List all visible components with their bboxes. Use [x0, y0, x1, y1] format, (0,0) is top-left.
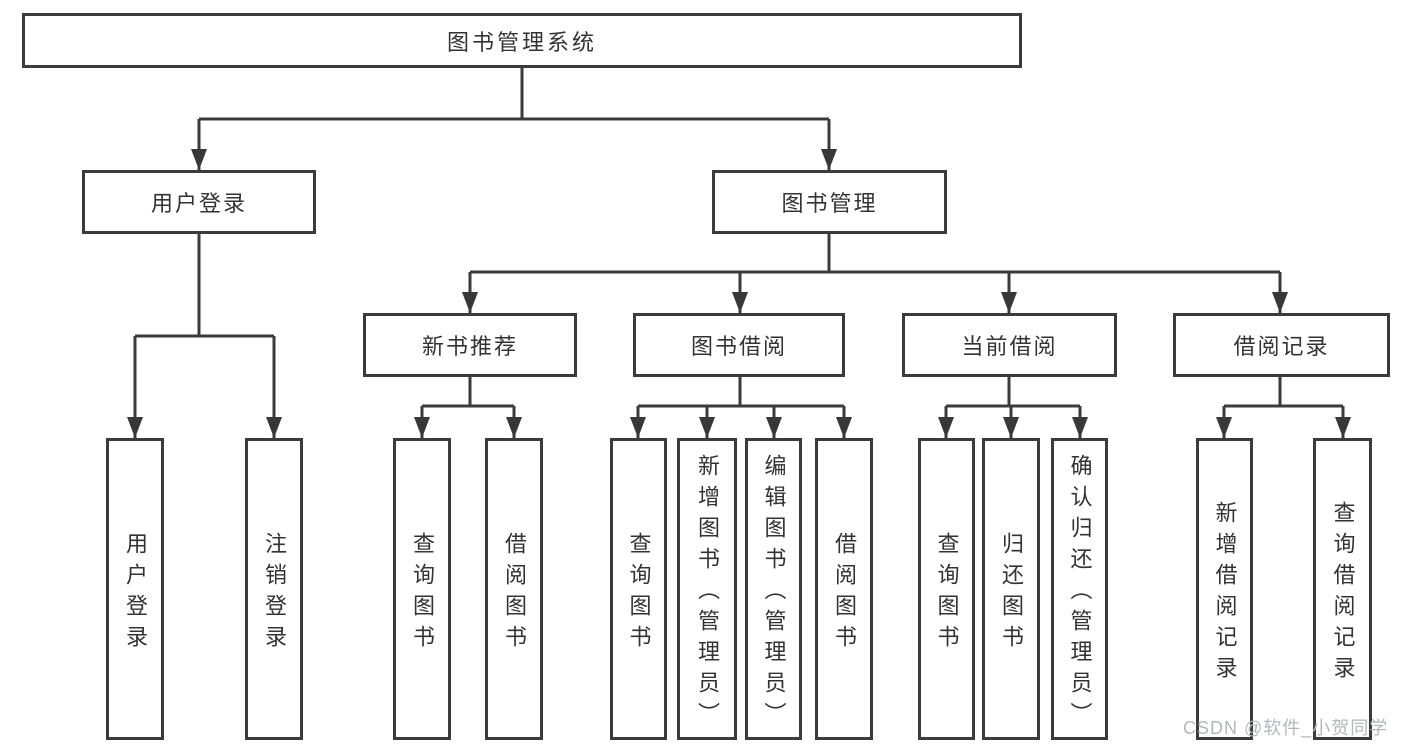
- arrow-down-icon: [191, 149, 207, 170]
- node-label: 借阅图书: [832, 531, 857, 656]
- node-label: 编辑图书（管理员）: [761, 454, 787, 733]
- arrow-down-icon: [462, 292, 478, 313]
- node-leaf-logout: 注销登录: [245, 438, 303, 740]
- node-label: 新增借阅记录: [1212, 500, 1238, 687]
- node-label: 查询图书: [410, 531, 435, 656]
- node-label: 查询图书: [626, 531, 652, 656]
- node-leaf-query-borrow-record: 查询借阅记录: [1313, 438, 1372, 740]
- node-book-borrow: 图书借阅: [633, 313, 845, 377]
- node-label: 查询借阅记录: [1330, 500, 1356, 687]
- node-user-login: 用户登录: [82, 170, 316, 234]
- arrow-down-icon: [414, 417, 430, 438]
- node-book-management: 图书管理: [712, 170, 947, 234]
- node-leaf-add-borrow-record: 新增借阅记录: [1196, 438, 1253, 740]
- node-label: 图书管理系统: [446, 29, 597, 55]
- node-label: 借阅记录: [1233, 334, 1330, 359]
- node-library-system: 图书管理系统: [22, 13, 1022, 68]
- node-label: 图书管理: [781, 191, 878, 216]
- arrow-down-icon: [1216, 417, 1232, 438]
- arrow-down-icon: [1072, 417, 1088, 438]
- node-borrow-records: 借阅记录: [1173, 313, 1390, 377]
- node-leaf-add-book-admin: 新增图书（管理员）: [677, 438, 737, 740]
- arrow-down-icon: [1272, 292, 1288, 313]
- node-label: 查询图书: [934, 531, 960, 656]
- node-leaf-confirm-return-admin: 确认归还（管理员）: [1051, 438, 1108, 740]
- arrow-down-icon: [732, 292, 748, 313]
- node-label: 注销登录: [262, 531, 287, 656]
- node-leaf-borrow-book: 借阅图书: [815, 438, 873, 740]
- node-leaf-user-login: 用户登录: [106, 438, 164, 740]
- arrow-down-icon: [266, 417, 282, 438]
- arrow-down-icon: [1003, 417, 1019, 438]
- arrow-down-icon: [821, 149, 837, 170]
- node-current-borrow: 当前借阅: [902, 313, 1117, 377]
- arrow-down-icon: [699, 417, 715, 438]
- node-label: 新增图书（管理员）: [695, 454, 720, 733]
- arrow-down-icon: [506, 417, 522, 438]
- node-label: 新书推荐: [421, 334, 518, 359]
- node-leaf-edit-book-admin: 编辑图书（管理员）: [745, 438, 802, 740]
- node-leaf-borrow-book-recommend: 借阅图书: [485, 438, 543, 740]
- arrow-down-icon: [836, 417, 852, 438]
- arrow-down-icon: [630, 417, 646, 438]
- node-label: 图书借阅: [690, 334, 787, 359]
- watermark: CSDN @软件_小贺同学: [1183, 718, 1389, 738]
- node-leaf-query-books-borrow: 查询图书: [610, 438, 667, 740]
- node-leaf-query-books-current: 查询图书: [918, 438, 975, 740]
- node-label: 确认归还（管理员）: [1067, 454, 1093, 733]
- node-label: 当前借阅: [961, 334, 1058, 359]
- arrow-down-icon: [127, 417, 143, 438]
- arrow-down-icon: [766, 417, 782, 438]
- node-leaf-return-book: 归还图书: [982, 438, 1040, 740]
- node-label: 用户登录: [123, 531, 148, 656]
- arrow-down-icon: [938, 417, 954, 438]
- node-label: 归还图书: [999, 531, 1024, 656]
- arrow-down-icon: [1001, 292, 1017, 313]
- node-new-book-recommend: 新书推荐: [363, 313, 577, 377]
- node-label: 用户登录: [150, 191, 247, 216]
- node-leaf-query-books-recommend: 查询图书: [393, 438, 451, 740]
- node-label: 借阅图书: [502, 531, 527, 656]
- arrow-down-icon: [1335, 417, 1351, 438]
